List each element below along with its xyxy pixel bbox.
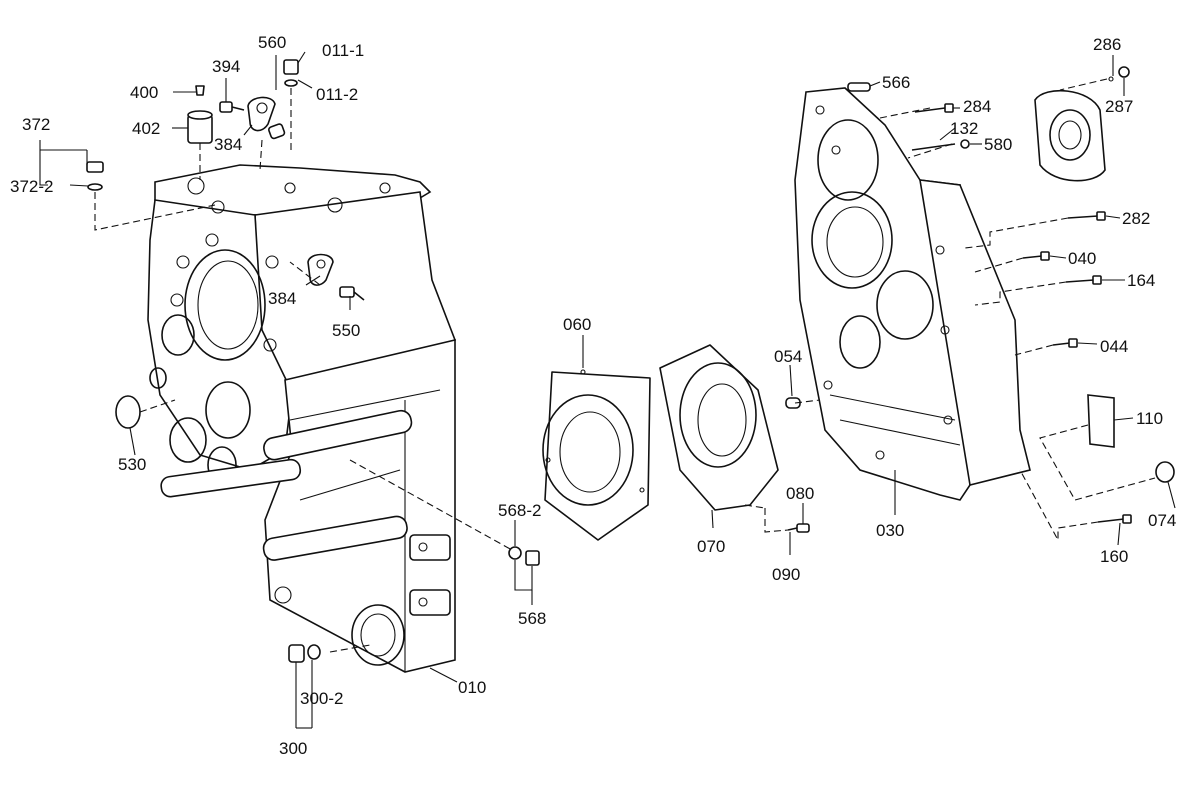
callout-530: 530 <box>118 455 146 474</box>
rear-housing-030 <box>794 87 1031 501</box>
callout-402: 402 <box>132 119 160 138</box>
callout-110: 110 <box>1136 409 1163 428</box>
callout-284: 284 <box>963 97 991 116</box>
main-housing-010 <box>147 164 457 673</box>
callout-030: 030 <box>876 521 904 540</box>
callout-282: 282 <box>1122 209 1150 228</box>
callout-labels: 560 011-1 011-2 394 400 402 384 372 372-… <box>10 33 1176 758</box>
gasket-060 <box>542 369 651 541</box>
callout-164: 164 <box>1127 271 1155 290</box>
callout-560: 560 <box>258 33 286 52</box>
callout-060: 060 <box>563 315 591 334</box>
callout-566: 566 <box>882 73 910 92</box>
callout-054: 054 <box>774 347 802 366</box>
callout-132: 132 <box>950 119 978 138</box>
pump-cover-286 <box>1034 66 1130 182</box>
callout-044: 044 <box>1100 337 1128 356</box>
callout-090: 090 <box>772 565 800 584</box>
callout-300: 300 <box>279 739 307 758</box>
callout-372-2: 372-2 <box>10 177 53 196</box>
callout-580: 580 <box>984 135 1012 154</box>
callout-010: 010 <box>458 678 486 697</box>
callout-160: 160 <box>1100 547 1128 566</box>
cover-plate-070 <box>659 344 779 511</box>
callout-550: 550 <box>332 321 360 340</box>
callout-011-1: 011-1 <box>322 41 364 60</box>
rear-bolts <box>847 82 1175 524</box>
leader-lines <box>39 51 1176 729</box>
callout-040: 040 <box>1068 249 1096 268</box>
callout-286: 286 <box>1093 35 1121 54</box>
callout-394: 394 <box>212 57 240 76</box>
callout-080: 080 <box>786 484 814 503</box>
callout-287: 287 <box>1105 97 1133 116</box>
callout-384-top: 384 <box>214 135 242 154</box>
callout-070: 070 <box>697 537 725 556</box>
callout-568: 568 <box>518 609 546 628</box>
callout-372: 372 <box>22 115 50 134</box>
callout-568-2: 568-2 <box>498 501 541 520</box>
callout-074: 074 <box>1148 511 1176 530</box>
callout-011-2: 011-2 <box>316 85 358 104</box>
callout-400: 400 <box>130 83 158 102</box>
dashed-assembly-lines <box>94 78 1156 653</box>
callout-300-2: 300-2 <box>300 689 343 708</box>
small-parts-center <box>785 397 810 533</box>
callout-384-mid: 384 <box>268 289 296 308</box>
